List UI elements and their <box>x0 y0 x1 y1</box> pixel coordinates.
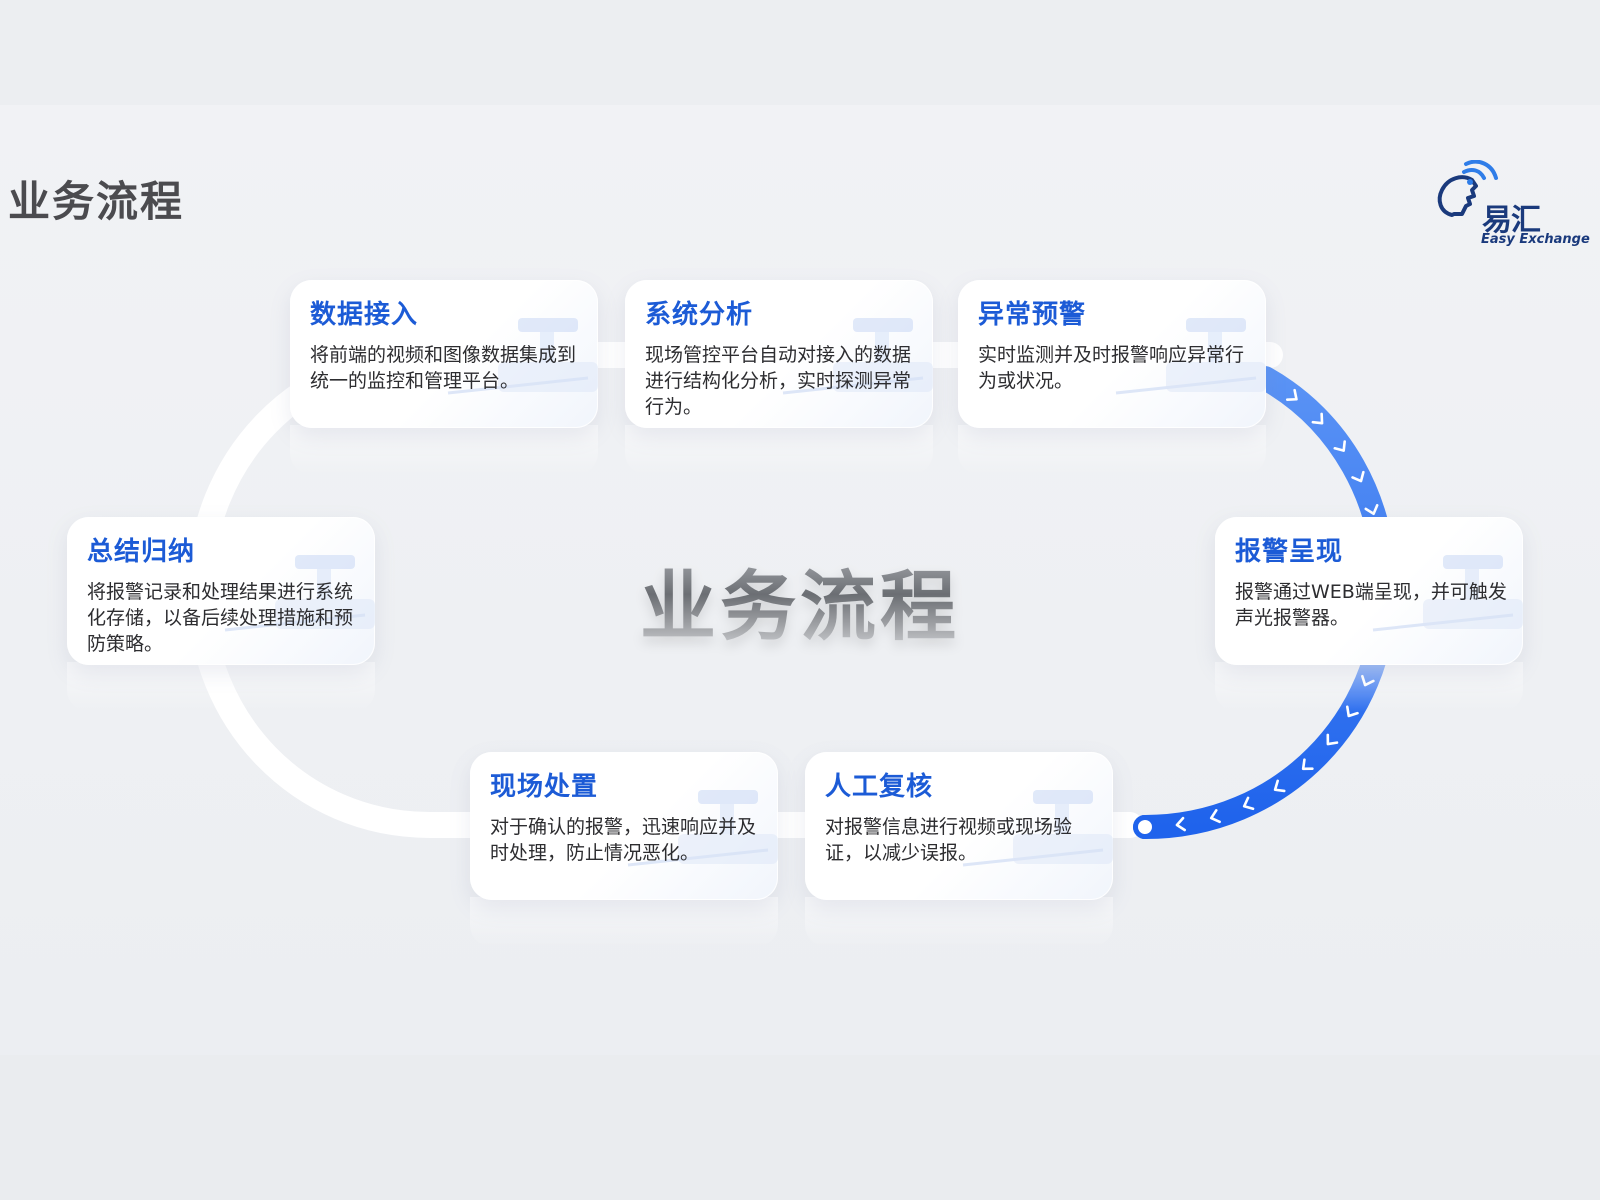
easy-exchange-logo-icon <box>1437 160 1498 217</box>
chevron-right-icon <box>1273 779 1286 793</box>
step-description: 报警通过WEB端呈现，并可触发声光报警器。 <box>1235 581 1507 629</box>
chevron-right-icon <box>1301 758 1314 771</box>
step-description: 实时监测并及时报警响应异常行为或状况。 <box>978 344 1245 392</box>
step-description: 对报警信息进行视频或现场验证，以减少误报。 <box>825 816 1073 864</box>
chevron-right-icon <box>1351 470 1365 483</box>
step-title: 人工复核 <box>825 772 934 802</box>
card-reflection <box>67 662 375 712</box>
card-reflection <box>958 425 1266 475</box>
step-card-system-analysis: 系统分析 现场管控平台自动对接入的数据进行结构化分析，实时探测异常行为。 <box>625 280 933 428</box>
step-description: 将前端的视频和图像数据集成到统一的监控和管理平台。 <box>310 344 577 392</box>
step-card-manual-review: 人工复核 对报警信息进行视频或现场验证，以减少误报。 <box>805 752 1113 900</box>
step-card-anomaly-alert: 异常预警 实时监测并及时报警响应异常行为或状况。 <box>958 280 1266 428</box>
step-title: 数据接入 <box>310 300 419 330</box>
step-title: 异常预警 <box>978 300 1087 330</box>
chevron-right-icon <box>1311 412 1324 425</box>
card-decoration-icon <box>627 790 778 867</box>
card-decoration-icon <box>782 318 933 395</box>
card-reflection <box>805 897 1113 947</box>
card-reflection <box>1215 662 1523 712</box>
step-title: 报警呈现 <box>1235 537 1344 567</box>
step-card-data-ingest: 数据接入 将前端的视频和图像数据集成到统一的监控和管理平台。 <box>290 280 598 428</box>
step-description: 将报警记录和处理结果进行系统化存储，以备后续处理措施和预防策略。 <box>87 581 354 655</box>
logo-subtitle: Easy Exchange <box>1481 232 1590 247</box>
card-decoration-icon <box>224 555 375 632</box>
step-title: 现场处置 <box>490 772 599 802</box>
center-title: 业务流程 <box>560 545 1040 655</box>
card-reflection <box>625 425 933 475</box>
step-title: 总结归纳 <box>87 537 196 567</box>
page-title: 业务流程 <box>8 177 185 226</box>
top-band <box>0 0 1600 105</box>
chevron-right-icon <box>1333 440 1346 452</box>
bottom-band <box>0 1055 1600 1200</box>
step-description: 现场管控平台自动对接入的数据进行结构化分析，实时探测异常行为。 <box>645 344 912 418</box>
chevron-right-icon <box>1209 809 1221 824</box>
card-decoration-icon <box>1372 555 1523 632</box>
chevron-right-icon <box>1175 816 1186 832</box>
loop-end-dot-inner <box>1138 820 1152 834</box>
step-title: 系统分析 <box>645 300 754 330</box>
chevron-right-icon <box>1242 796 1255 811</box>
card-decoration-icon <box>962 790 1113 867</box>
chevron-right-icon <box>1326 733 1339 746</box>
chevron-right-icon <box>1285 388 1298 401</box>
card-decoration-icon <box>1115 318 1266 395</box>
step-card-alarm-display: 报警呈现 报警通过WEB端呈现，并可触发声光报警器。 <box>1215 517 1523 665</box>
card-reflection <box>470 897 778 947</box>
step-card-summary: 总结归纳 将报警记录和处理结果进行系统化存储，以备后续处理措施和预防策略。 <box>67 517 375 665</box>
step-description: 对于确认的报警，迅速响应并及时处理，防止情况恶化。 <box>490 816 757 864</box>
logo-name: 易汇 <box>1482 203 1541 238</box>
card-reflection <box>290 425 598 475</box>
chevron-right-icon <box>1364 503 1379 516</box>
card-decoration-icon <box>447 318 598 395</box>
step-card-onsite-handling: 现场处置 对于确认的报警，迅速响应并及时处理，防止情况恶化。 <box>470 752 778 900</box>
